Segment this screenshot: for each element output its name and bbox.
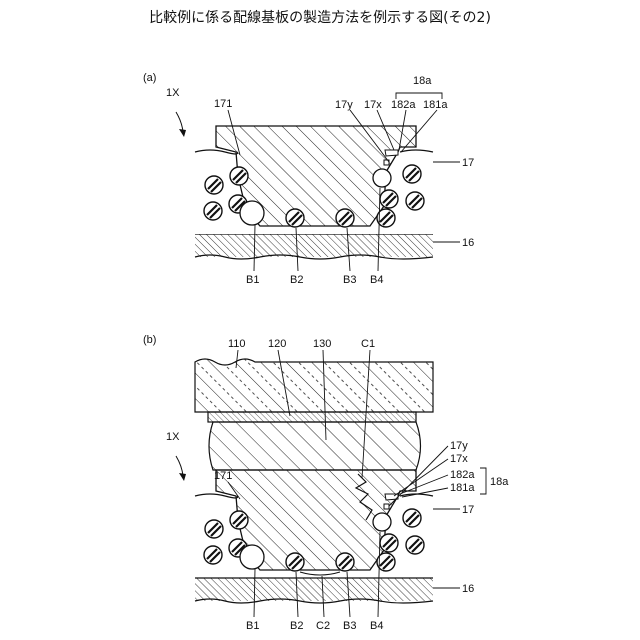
label-16-a: 16 (462, 237, 474, 249)
label-16-b: 16 (462, 583, 474, 595)
label-c2: C2 (316, 620, 330, 632)
label-b1-a: B1 (246, 274, 259, 286)
layer-120 (208, 412, 416, 422)
label-17-a: 17 (462, 157, 474, 169)
label-110: 110 (228, 338, 246, 350)
label-b4-b: B4 (370, 620, 383, 632)
label-171-a: 171 (214, 98, 232, 110)
layer-16 (195, 234, 433, 257)
figure-title: 比較例に係る配線基板の製造方法を例示する図(その2) (149, 9, 491, 26)
layer-16-b (195, 578, 433, 601)
panel-b-ref-1x: 1X (166, 431, 180, 443)
ref-1x-arrowhead (179, 129, 186, 137)
panel-a-label: (a) (143, 72, 156, 84)
label-120: 120 (268, 338, 286, 350)
label-17y-b: 17y (450, 440, 468, 452)
label-17y-a: 17y (335, 99, 353, 111)
panel-b: (b) 110 (143, 334, 509, 632)
label-171-b: 171 (214, 470, 232, 482)
label-17x-b: 17x (450, 453, 468, 465)
label-17x-a: 17x (364, 99, 382, 111)
ref-1x-arrow (176, 112, 183, 132)
panel-a: (a) 1X 171 17y 17x (143, 72, 474, 286)
label-b3-a: B3 (343, 274, 356, 286)
label-182a-a: 182a (391, 99, 416, 111)
panel-a-ref-1x: 1X (166, 87, 180, 99)
label-b3-b: B3 (343, 620, 356, 632)
label-181a-a: 181a (423, 99, 448, 111)
label-18a-b: 18a (490, 476, 509, 488)
label-181a-b: 181a (450, 482, 475, 494)
label-b2-b: B2 (290, 620, 303, 632)
panel-b-label: (b) (143, 334, 156, 346)
label-130: 130 (313, 338, 331, 350)
label-b2-a: B2 (290, 274, 303, 286)
label-182a-b: 182a (450, 469, 475, 481)
label-c1: C1 (361, 338, 375, 350)
label-18a-a: 18a (413, 75, 432, 87)
layer-130 (209, 422, 421, 470)
label-b1-b: B1 (246, 620, 259, 632)
label-b4-a: B4 (370, 274, 383, 286)
layer-110 (195, 359, 433, 412)
crack-c2 (300, 572, 340, 575)
label-17-b: 17 (462, 504, 474, 516)
